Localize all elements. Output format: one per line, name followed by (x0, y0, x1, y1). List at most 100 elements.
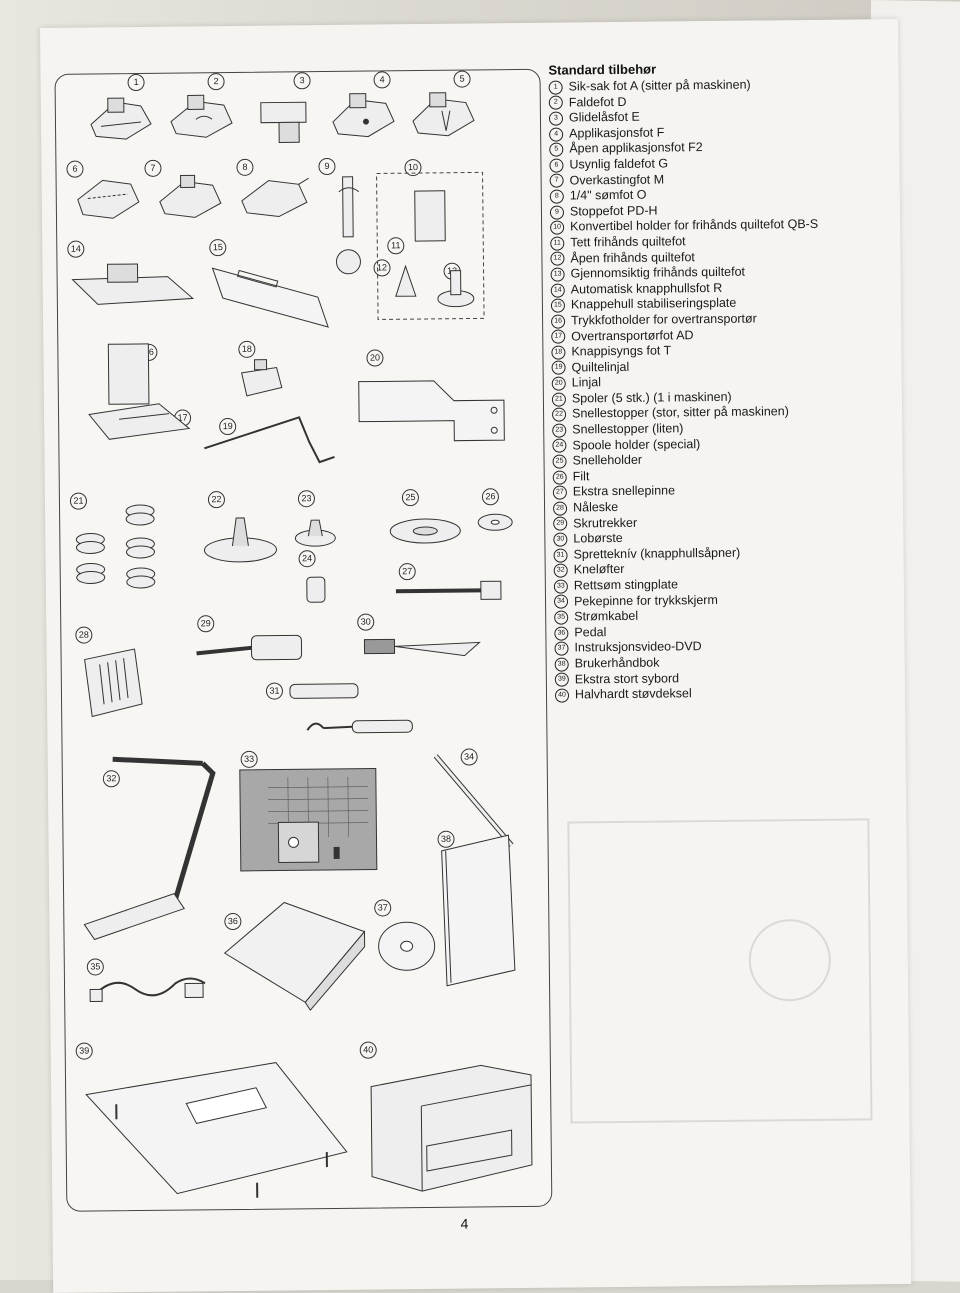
item-number-badge: 37 (554, 642, 568, 656)
spool-holder-special-illustration (299, 572, 334, 607)
item-label: Automatisk knapphullsfot R (571, 281, 723, 298)
item-number-badge: 35 (554, 610, 568, 624)
item-number-badge: 3 (549, 112, 563, 126)
knee-lifter-illustration (73, 743, 235, 945)
item-number-badge: 14 (551, 283, 565, 297)
item-number-badge: 36 (554, 626, 568, 640)
item-label: Pedal (574, 625, 606, 641)
item-number-badge: 22 (552, 408, 566, 422)
item-number-badge: 12 (550, 252, 564, 266)
item-number-badge: 17 (551, 330, 565, 344)
item-label: Rettsøm stingplate (574, 577, 678, 594)
presser-foot-m-illustration (155, 173, 226, 224)
item-label: Åpen applikasjonsfot F2 (569, 140, 703, 157)
callout-1: 1 (127, 74, 144, 91)
callout-33: 33 (241, 751, 258, 768)
item-label: Snelleholder (572, 453, 642, 469)
buttonhole-foot-r-illustration (67, 258, 198, 319)
item-number-badge: 33 (554, 579, 568, 593)
item-number-badge: 32 (554, 564, 568, 578)
item-number-badge: 5 (549, 143, 563, 157)
item-number-badge: 21 (552, 392, 566, 406)
item-label: Halvhardt støvdeksel (575, 686, 692, 703)
spool-stand-illustration (385, 506, 466, 557)
item-number-badge: 11 (550, 236, 564, 250)
item-number-badge: 1 (549, 80, 563, 94)
seam-ripper-cap-illustration (287, 680, 362, 703)
bleed-through-sewing-machine-illustration (557, 719, 892, 1162)
callout-26: 26 (482, 488, 499, 505)
presser-foot-e-illustration (251, 92, 322, 148)
callout-3: 3 (293, 72, 310, 89)
presser-foot-o-illustration (237, 172, 313, 223)
walking-foot-ad-illustration (78, 333, 199, 454)
item-number-badge: 18 (551, 345, 565, 359)
item-label: Overkastingfot M (570, 172, 665, 189)
item-label: Usynlig faldefot G (569, 156, 668, 173)
item-label: 1/4" sømfot O (570, 188, 647, 204)
callout-14: 14 (67, 241, 84, 258)
callout-37: 37 (374, 899, 391, 916)
spool-cap-large-illustration (200, 508, 281, 569)
item-number-badge: 10 (550, 221, 564, 235)
dvd-illustration (376, 916, 437, 977)
item-number-badge: 34 (554, 595, 568, 609)
callout-23: 23 (298, 490, 315, 507)
item-number-badge: 28 (553, 501, 567, 515)
callout-31: 31 (266, 682, 283, 699)
item-label: Applikasjonsfot F (569, 125, 664, 142)
callout-28: 28 (75, 626, 92, 643)
spool-cap-small-illustration (290, 512, 340, 553)
item-number-badge: 13 (551, 267, 565, 281)
callout-2: 2 (207, 73, 224, 90)
callout-30: 30 (357, 614, 374, 631)
item-label: Ekstra stort sybord (575, 671, 679, 688)
callout-4: 4 (373, 71, 390, 88)
accessories-illustration-panel: 1 2 3 4 5 6 7 8 9 10 11 12 13 (54, 69, 552, 1212)
item-label: Åpen frihånds quiltefot (570, 250, 695, 267)
item-number-badge: 24 (552, 439, 566, 453)
item-number-badge: 38 (555, 657, 569, 671)
dust-cover-illustration (361, 1045, 543, 1197)
item-label: Tett frihånds quiltefot (570, 234, 686, 251)
item-label: Gjennomsiktig frihånds quiltefot (571, 265, 746, 282)
item-label: Skrutrekker (573, 515, 637, 531)
ruler-illustration (354, 360, 515, 447)
item-label: Pekepinne for trykkskjerm (574, 593, 718, 610)
item-number-badge: 7 (550, 174, 564, 188)
item-number-badge: 25 (552, 455, 566, 469)
item-number-badge: 2 (549, 96, 563, 110)
item-label: Quiltelinjal (572, 360, 630, 376)
needle-case-illustration (79, 644, 150, 725)
callout-24: 24 (298, 550, 315, 567)
list-heading: Standard tilbehør (548, 60, 848, 78)
item-label: Sik-sak fot A (sitter på maskinen) (569, 78, 751, 95)
presser-foot-d-illustration (166, 93, 237, 144)
item-label: Faldefot D (569, 94, 627, 110)
manual-page: 1 2 3 4 5 6 7 8 9 10 11 12 13 (40, 19, 911, 1293)
item-label: Strømkabel (574, 609, 638, 625)
power-cable-illustration (85, 953, 216, 1014)
quilting-guide-illustration (199, 402, 350, 474)
presser-foot-g-illustration (73, 174, 144, 225)
item-label: Spretteknív (knapphullsåpner) (573, 546, 740, 563)
item-number-badge: 19 (552, 361, 566, 375)
item-number-badge: 15 (551, 299, 565, 313)
item-number-badge: 20 (552, 377, 566, 391)
item-label: Snellestopper (stor, sitter på maskinen) (572, 405, 789, 423)
button-foot-t-illustration (236, 357, 286, 403)
callout-5: 5 (453, 70, 470, 87)
quilting-foot-set-illustration (375, 170, 487, 321)
presser-foot-f-illustration (328, 91, 399, 142)
felt-illustration (475, 510, 515, 535)
item-number-badge: 30 (553, 533, 567, 547)
item-label: Lobørste (573, 531, 623, 547)
item-number-badge: 39 (555, 673, 569, 687)
item-number-badge: 9 (550, 205, 564, 219)
manual-book-illustration (433, 830, 525, 991)
item-number-badge: 16 (551, 314, 565, 328)
extension-table-illustration (76, 1052, 358, 1205)
item-label: Kneløfter (574, 562, 625, 578)
item-number-badge: 26 (553, 470, 567, 484)
